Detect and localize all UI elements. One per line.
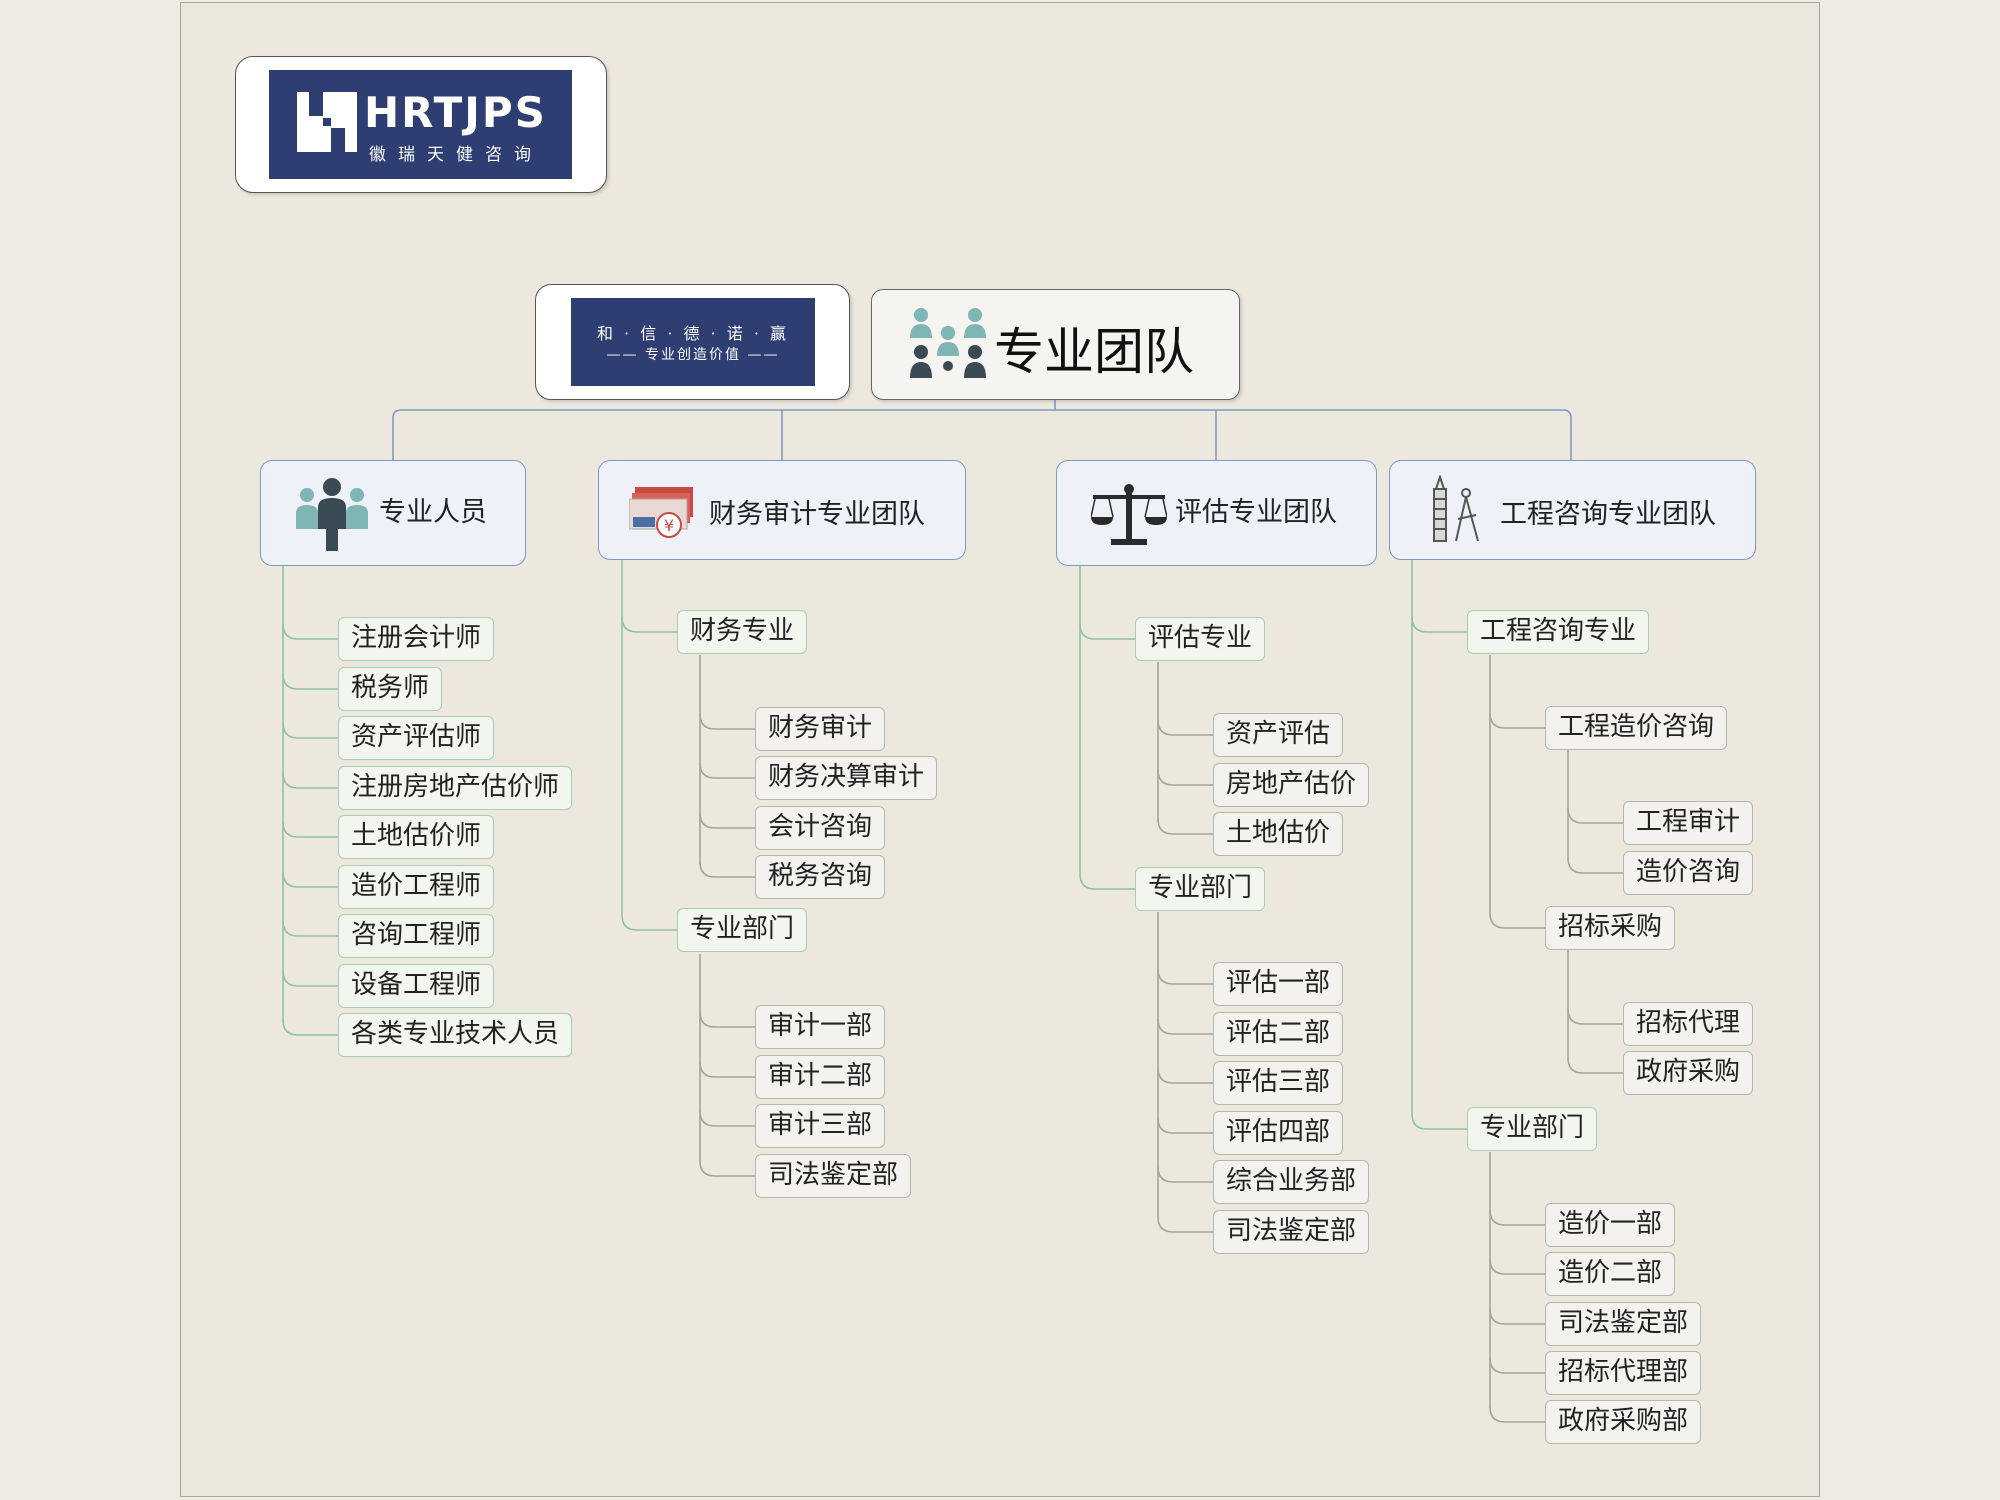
- list-item[interactable]: 资产评估: [1213, 713, 1344, 757]
- category-label: 财务审计专业团队: [709, 499, 925, 530]
- list-item[interactable]: 招标代理部: [1545, 1351, 1702, 1395]
- list-item[interactable]: 评估一部: [1213, 962, 1344, 1006]
- list-item[interactable]: 招标代理: [1623, 1002, 1754, 1046]
- subgroup-node[interactable]: 工程造价咨询: [1545, 706, 1728, 750]
- list-item[interactable]: 工程审计: [1623, 801, 1754, 845]
- list-item[interactable]: 政府采购部: [1545, 1400, 1702, 1444]
- root-node[interactable]: 专业团队: [871, 289, 1240, 400]
- list-item[interactable]: 审计二部: [755, 1055, 886, 1099]
- list-item[interactable]: 财务决算审计: [755, 756, 938, 800]
- logo-brand-text: HRTJPS: [364, 88, 547, 137]
- category-label: 工程咨询专业团队: [1500, 499, 1716, 530]
- list-item[interactable]: 各类专业技术人员: [338, 1013, 573, 1057]
- list-item[interactable]: 造价一部: [1545, 1203, 1676, 1247]
- company-logo: HRTJPS 徽瑞天健咨询: [269, 70, 572, 179]
- category-label: 专业人员: [379, 497, 487, 528]
- list-item[interactable]: 税务师: [338, 667, 443, 711]
- list-item[interactable]: 土地估价师: [338, 815, 495, 859]
- scales-icon: [1091, 484, 1167, 545]
- list-item[interactable]: 财务审计: [755, 707, 886, 751]
- list-item[interactable]: 咨询工程师: [338, 914, 495, 958]
- list-item[interactable]: 设备工程师: [338, 964, 495, 1008]
- list-item[interactable]: 会计咨询: [755, 806, 886, 850]
- category-label: 评估专业团队: [1175, 497, 1337, 528]
- money-icon: ¥: [629, 487, 693, 538]
- list-item[interactable]: 司法鉴定部: [1213, 1210, 1370, 1254]
- list-item[interactable]: 土地估价: [1213, 812, 1344, 856]
- group-node[interactable]: 评估专业: [1135, 617, 1266, 661]
- people-group-icon: [910, 308, 986, 378]
- subgroup-node[interactable]: 招标采购: [1545, 906, 1676, 950]
- logo-mark-icon: [297, 92, 357, 152]
- list-item[interactable]: 评估三部: [1213, 1061, 1344, 1105]
- list-item[interactable]: 注册会计师: [338, 617, 495, 661]
- slogan-line-2: —— 专业创造价值 ——: [606, 347, 780, 363]
- list-item[interactable]: 评估四部: [1213, 1111, 1344, 1155]
- list-item[interactable]: 税务咨询: [755, 855, 886, 899]
- list-item[interactable]: 资产评估师: [338, 716, 495, 760]
- list-item[interactable]: 造价二部: [1545, 1252, 1676, 1296]
- category-node-engineering[interactable]: 工程咨询专业团队: [1389, 460, 1756, 560]
- root-label: 专业团队: [994, 323, 1194, 381]
- group-node[interactable]: 工程咨询专业: [1467, 610, 1650, 654]
- group-node[interactable]: 专业部门: [1135, 867, 1266, 911]
- company-logo-card: HRTJPS 徽瑞天健咨询: [235, 56, 607, 193]
- list-item[interactable]: 审计三部: [755, 1104, 886, 1148]
- list-item[interactable]: 综合业务部: [1213, 1160, 1370, 1204]
- category-node-finance-audit[interactable]: ¥ 财务审计专业团队: [598, 460, 966, 560]
- logo-subtitle: 徽瑞天健咨询: [369, 145, 543, 165]
- drafting-tools-icon: [1433, 475, 1479, 542]
- category-node-professionals[interactable]: 专业人员: [260, 460, 526, 566]
- list-item[interactable]: 司法鉴定部: [755, 1154, 912, 1198]
- list-item[interactable]: 审计一部: [755, 1005, 886, 1049]
- list-item[interactable]: 评估二部: [1213, 1012, 1344, 1056]
- svg-text:¥: ¥: [664, 516, 674, 535]
- list-item[interactable]: 造价工程师: [338, 865, 495, 909]
- list-item[interactable]: 政府采购: [1623, 1051, 1754, 1095]
- slogan-banner: 和 · 信 · 德 · 诺 · 赢 —— 专业创造价值 ——: [571, 298, 815, 386]
- people-icon: [296, 478, 368, 551]
- group-node[interactable]: 专业部门: [1467, 1107, 1598, 1151]
- slogan-card: 和 · 信 · 德 · 诺 · 赢 —— 专业创造价值 ——: [535, 284, 850, 400]
- category-node-valuation[interactable]: 评估专业团队: [1056, 460, 1377, 566]
- group-node[interactable]: 专业部门: [677, 908, 808, 952]
- group-node[interactable]: 财务专业: [677, 610, 808, 654]
- list-item[interactable]: 房地产估价: [1213, 763, 1370, 807]
- list-item[interactable]: 司法鉴定部: [1545, 1302, 1702, 1346]
- slogan-line-1: 和 · 信 · 德 · 诺 · 赢: [596, 324, 790, 343]
- list-item[interactable]: 造价咨询: [1623, 851, 1754, 895]
- list-item[interactable]: 注册房地产估价师: [338, 766, 573, 810]
